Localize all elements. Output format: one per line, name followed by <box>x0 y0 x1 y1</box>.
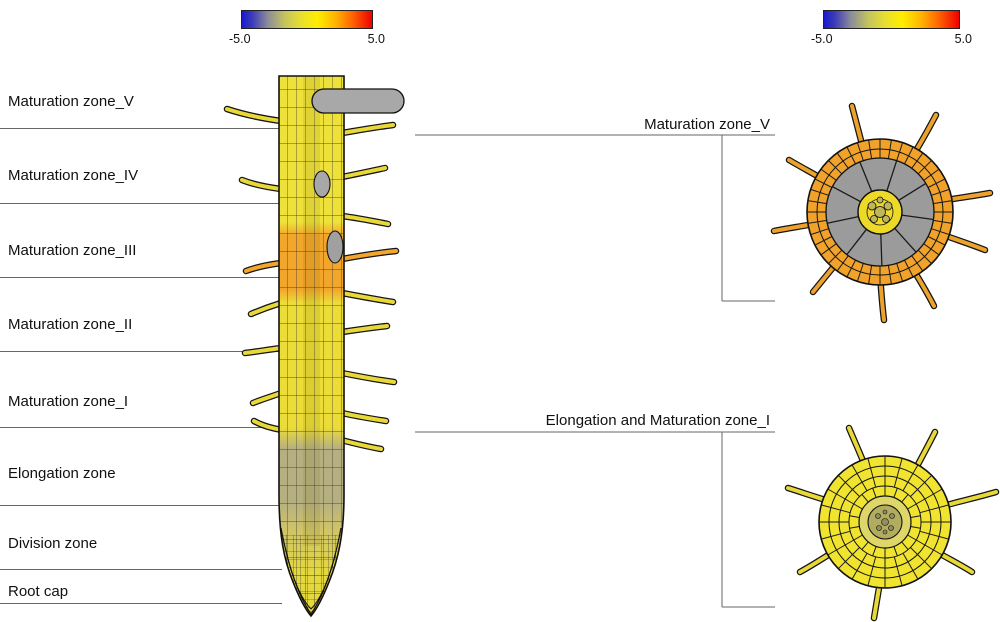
colorbar-left-max: 5.0 <box>367 32 385 46</box>
colorbar-right: -5.0 5.0 <box>811 10 972 46</box>
zone-label-elongation: Elongation zone <box>8 465 116 482</box>
callout-brackets <box>415 134 775 608</box>
cross-section-i-endodermis-spokes <box>849 486 921 558</box>
colorbar-right-gradient <box>823 10 960 29</box>
zone-line-maturation-ii <box>0 351 282 352</box>
colorbar-left-min: -5.0 <box>229 32 251 46</box>
cross-section-v-cortex-spokes <box>827 160 934 267</box>
zone-label-maturation-ii: Maturation zone_II <box>8 316 133 333</box>
zone-label-root-cap: Root cap <box>8 583 69 600</box>
zone-line-root-cap <box>0 603 282 604</box>
root-hairs <box>223 105 400 453</box>
cross-section-elongation-maturation-i <box>784 424 1000 622</box>
root-cell-pattern <box>279 76 344 616</box>
lateral-root-primordium-1 <box>313 170 331 198</box>
lateral-root <box>311 88 405 114</box>
callout-label-maturation-v: Maturation zone_V <box>644 116 770 133</box>
zone-line-division <box>0 569 282 570</box>
zone-label-maturation-iv: Maturation zone_IV <box>8 167 139 184</box>
cross-section-maturation-v <box>770 102 994 324</box>
cross-section-i-vessels <box>875 509 895 535</box>
colorbar-right-min: -5.0 <box>811 32 833 46</box>
zone-label-maturation-v: Maturation zone_V <box>8 93 134 110</box>
lateral-root-primordium-2 <box>326 230 344 264</box>
colorbar-right-max: 5.0 <box>954 32 972 46</box>
cross-section-v-vessels <box>867 196 893 223</box>
zone-line-maturation-i <box>0 427 282 428</box>
zone-label-maturation-iii: Maturation zone_III <box>8 242 137 259</box>
zone-line-maturation-v <box>0 128 282 129</box>
callout-label-elongation-maturation-i: Elongation and Maturation zone_I <box>545 412 770 429</box>
cross-section-v-epidermis-spokes <box>807 139 953 285</box>
stele-shading <box>303 76 320 546</box>
zone-line-maturation-iii <box>0 277 282 278</box>
root-outline <box>278 75 345 618</box>
lateral-root-group <box>311 88 405 264</box>
root-body <box>278 75 345 618</box>
cross-section-i-cortex-spokes <box>819 456 951 588</box>
colorbar-left: -5.0 5.0 <box>229 10 385 46</box>
zone-label-division: Division zone <box>8 535 98 552</box>
zone-line-maturation-iv <box>0 203 282 204</box>
zone-label-maturation-i: Maturation zone_I <box>8 393 129 410</box>
colorbar-left-gradient <box>241 10 373 29</box>
zone-line-elongation <box>0 505 282 506</box>
root-cap-inner-layer <box>286 555 336 610</box>
